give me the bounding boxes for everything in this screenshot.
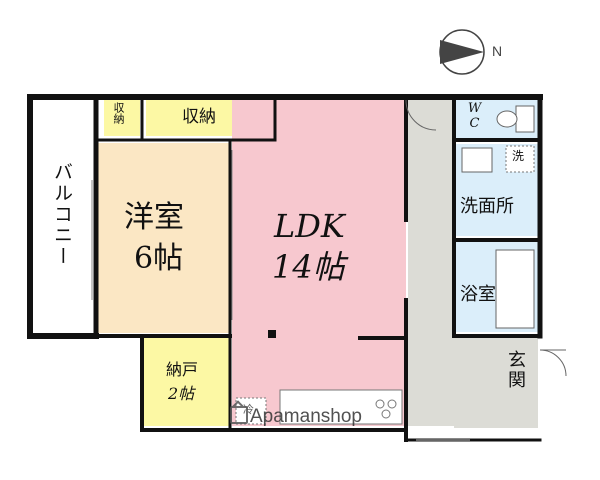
closet-area	[144, 338, 230, 426]
western-room-size: 6帖	[134, 241, 184, 276]
entrance-label: 玄関	[505, 350, 526, 390]
washer-space	[505, 145, 535, 173]
washroom-label: 洗面所	[460, 196, 514, 217]
watermark-logo: Apamanshop	[230, 406, 362, 428]
washer-label: 洗	[512, 149, 525, 163]
walls	[27, 94, 543, 442]
ldk-size: 14帖	[272, 248, 345, 286]
western-room-label: 洋室	[124, 200, 184, 235]
column-marker	[268, 330, 276, 338]
entrance-area	[454, 336, 538, 428]
watermark-text: Apamanshop	[250, 406, 362, 427]
bathtub-icon	[495, 249, 535, 329]
north-label: N	[492, 43, 503, 59]
storage-small-area	[104, 100, 140, 136]
bathroom-label: 浴室	[460, 284, 496, 305]
closet-label: 納戸	[166, 360, 199, 379]
corridor-area	[408, 100, 454, 426]
fridge-label: 冷	[243, 403, 254, 416]
western-room-area	[98, 143, 230, 333]
balcony-area	[34, 100, 92, 332]
window-marks	[91, 150, 233, 320]
toilet-icon	[496, 105, 535, 133]
washbasin-icon	[461, 147, 493, 173]
compass-icon	[439, 29, 485, 75]
balcony-label: バルコニー	[51, 162, 73, 267]
closet-size: 2帖	[168, 384, 195, 403]
kitchen-counter	[279, 389, 403, 425]
ldk-area	[232, 100, 406, 426]
doors	[405, 99, 567, 441]
storage-top-label: 収納	[182, 107, 216, 127]
wc-label: WC	[467, 101, 482, 131]
storage-small-label: 収納	[112, 102, 125, 124]
ldk-label: LDK	[274, 207, 345, 245]
house-icon	[230, 406, 248, 424]
